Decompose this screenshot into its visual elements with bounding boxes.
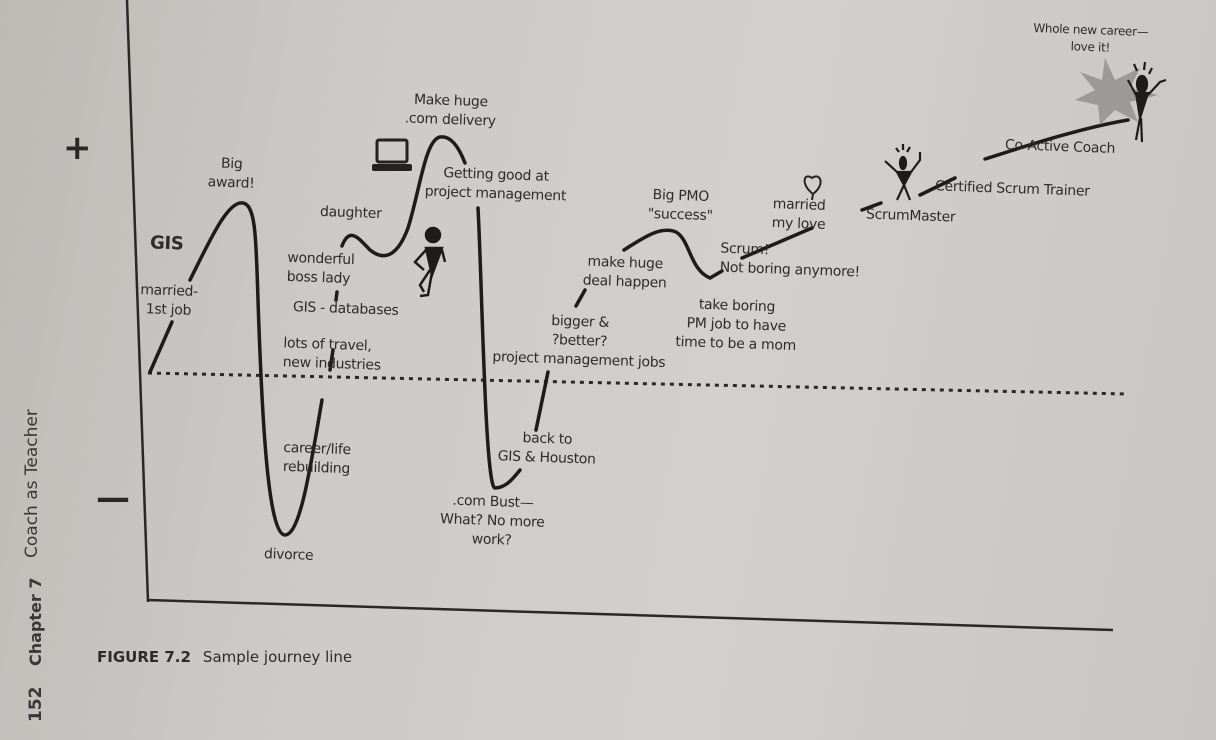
- label-divorce: divorce: [263, 546, 314, 564]
- label-line: work?: [471, 531, 512, 549]
- label-scrum-not-boring: Scrum!Not boring anymore!: [719, 240, 860, 283]
- label-line: married: [772, 196, 826, 214]
- label-gis: GIS: [149, 232, 184, 255]
- label-co-active-coach: Co-Active Coach: [1004, 137, 1116, 157]
- label-line: new industries: [282, 354, 381, 374]
- label-lots-of-travel: lots of travel,new industries: [282, 334, 381, 375]
- figure-caption: FIGURE 7.2 Sample journey line: [97, 648, 352, 666]
- celebration-burst: [1075, 58, 1158, 125]
- jumping-woman-figure: [1127, 61, 1167, 143]
- label-line: wonderful: [287, 249, 355, 269]
- computer-icon: [372, 138, 412, 171]
- dancing-woman-figure: [413, 226, 447, 298]
- heart-icon: [803, 175, 822, 201]
- label-big-pmo-success: Big PMO"success": [647, 186, 713, 226]
- label-line: Big: [220, 155, 243, 173]
- label-line: .com delivery: [404, 110, 497, 130]
- cheering-stick-figure: [884, 144, 922, 201]
- label-make-huge-delivery: Make huge.com delivery: [404, 90, 496, 131]
- label-line: rebuilding: [282, 458, 351, 478]
- label-line: "success": [647, 205, 713, 225]
- label-line: GIS & Houston: [497, 448, 596, 468]
- label-scrummaster: ScrumMaster: [865, 206, 956, 226]
- label-line: 1st job: [145, 301, 192, 319]
- label-line: married-: [140, 282, 199, 301]
- chapter-label: Chapter 7: [26, 577, 45, 666]
- label-line: What? No more: [439, 511, 545, 531]
- journey-line: [148, 118, 1130, 537]
- neutral-baseline: [147, 371, 1129, 396]
- label-married-first-job: married-1st job: [139, 281, 198, 321]
- label-gis-databases: GIS - databases: [292, 299, 399, 319]
- positive-axis-sign: +: [63, 128, 92, 168]
- negative-axis-sign: —: [96, 478, 130, 518]
- label-line: Big PMO: [652, 187, 710, 205]
- label-bigger-better-pm-jobs: bigger &?better?project management jobs: [492, 310, 667, 373]
- label-daughter: daughter: [319, 203, 382, 223]
- label-line: my love: [771, 215, 826, 233]
- x-axis: [147, 598, 1114, 632]
- page-number: 152: [26, 686, 46, 723]
- label-line: boss lady: [286, 268, 351, 288]
- label-whole-new-career: Whole new career—love it!: [1032, 20, 1149, 58]
- label-line: award!: [207, 174, 255, 192]
- label-line: career/life: [283, 439, 352, 459]
- figure-title: Sample journey line: [202, 648, 353, 666]
- y-axis: [125, 0, 150, 603]
- chapter-title: Coach as Teacher: [22, 409, 42, 558]
- figure-label: FIGURE 7.2: [97, 648, 191, 666]
- label-line: deal happen: [582, 272, 667, 292]
